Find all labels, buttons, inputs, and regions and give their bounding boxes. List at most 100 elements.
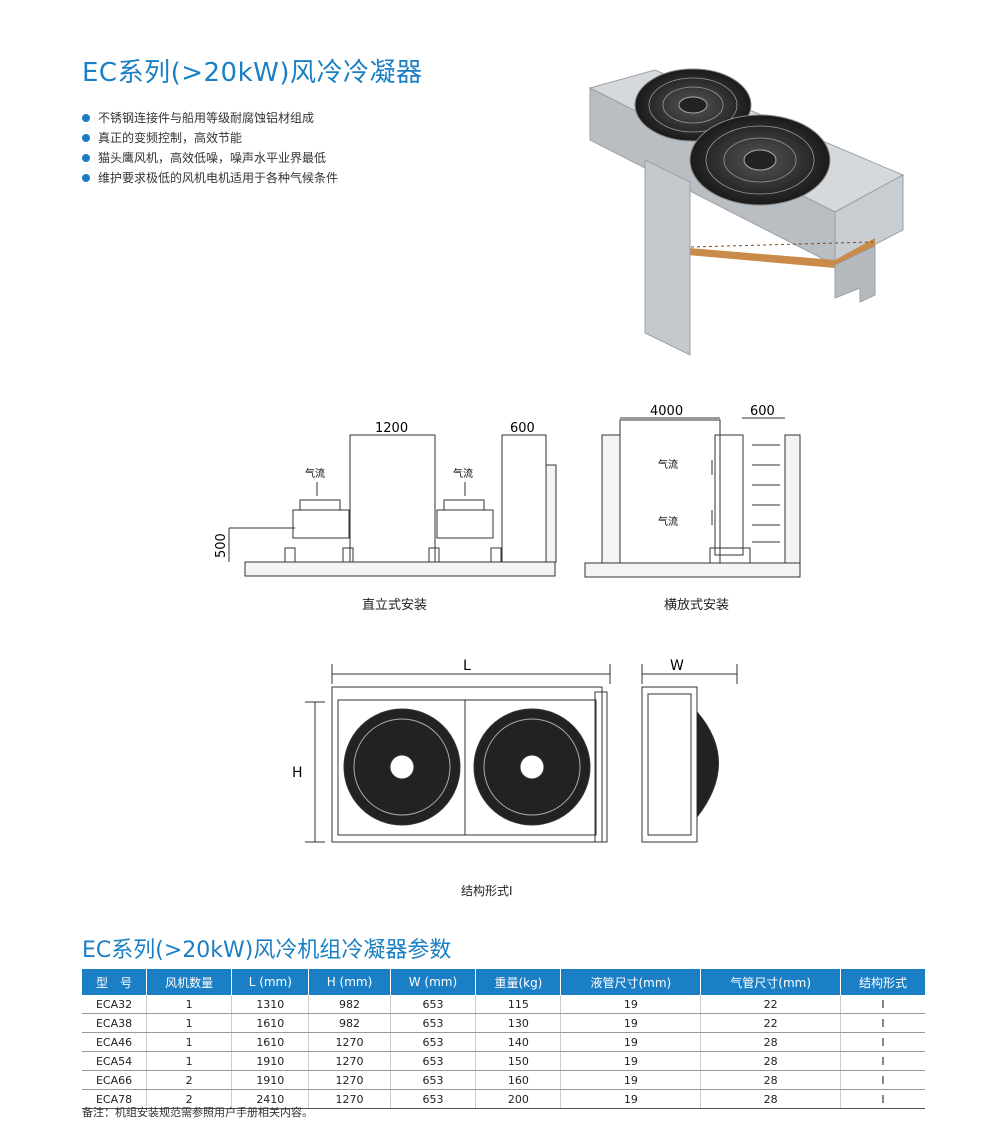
- table-title: EC系列(>20kW)风冷机组冷凝器参数: [82, 938, 452, 963]
- table-cell: 1270: [308, 1070, 391, 1090]
- table-cell: 19: [560, 1013, 701, 1033]
- svg-text:L: L: [463, 658, 471, 674]
- table-cell: Ⅰ: [840, 1013, 925, 1033]
- table-cell: Ⅰ: [840, 1051, 925, 1071]
- table-cell: 19: [560, 1032, 701, 1052]
- table-cell: 19: [560, 1089, 701, 1109]
- col-header: 结构形式: [840, 969, 925, 995]
- col-header: 型 号: [82, 969, 147, 995]
- table-cell: 1270: [308, 1032, 391, 1052]
- table-cell: 982: [308, 995, 391, 1014]
- table-cell: ECA54: [82, 1051, 147, 1071]
- table-cell: 200: [475, 1089, 561, 1109]
- bullet-icon: [82, 134, 90, 142]
- table-cell: 1: [146, 1013, 232, 1033]
- table-cell: 130: [475, 1013, 561, 1033]
- col-header: 重量(kg): [475, 969, 561, 995]
- table-cell: 19: [560, 995, 701, 1014]
- structure-caption: 结构形式Ⅰ: [461, 884, 513, 898]
- feature-list: 不锈钢连接件与船用等级耐腐蚀铝材组成 真正的变频控制，高效节能 猫头鹰风机，高效…: [82, 108, 338, 188]
- table-cell: 1910: [231, 1051, 309, 1071]
- table-cell: 653: [389, 995, 476, 1014]
- svg-text:600: 600: [510, 421, 535, 436]
- table-cell: 1270: [308, 1089, 391, 1109]
- table-cell: 2410: [231, 1089, 309, 1109]
- table-cell: 653: [389, 1051, 476, 1071]
- table-cell: 28: [700, 1051, 841, 1071]
- vertical-install-caption: 直立式安装: [362, 598, 428, 613]
- table-cell: 1270: [308, 1051, 391, 1071]
- svg-text:气流: 气流: [658, 515, 678, 528]
- table-cell: 140: [475, 1032, 561, 1052]
- svg-text:H: H: [292, 765, 303, 781]
- feature-item: 不锈钢连接件与船用等级耐腐蚀铝材组成: [82, 108, 338, 128]
- col-header: H (mm): [308, 969, 391, 995]
- table-cell: 1610: [231, 1013, 309, 1033]
- table-cell: 2: [146, 1070, 232, 1090]
- col-header: L (mm): [231, 969, 309, 995]
- horizontal-install-drawing: 4000 600 气流 气流: [584, 404, 801, 578]
- table-cell: 653: [389, 1089, 476, 1109]
- table-header-row: 型 号 风机数量 L (mm) H (mm) W (mm) 重量(kg) 液管尺…: [82, 969, 925, 995]
- table-cell: 150: [475, 1051, 561, 1071]
- table-cell: 28: [700, 1089, 841, 1109]
- table-cell: 653: [389, 1032, 476, 1052]
- table-cell: 653: [389, 1013, 476, 1033]
- table-cell: ECA32: [82, 995, 147, 1014]
- table-cell: 115: [475, 995, 561, 1014]
- table-cell: ECA46: [82, 1032, 147, 1052]
- table-cell: 1610: [231, 1032, 309, 1052]
- table-cell: Ⅰ: [840, 995, 925, 1014]
- table-cell: ECA78: [82, 1089, 147, 1109]
- vertical-install-drawing: 1200 600 500 气流 气流: [214, 421, 557, 577]
- col-header: 液管尺寸(mm): [560, 969, 701, 995]
- bullet-icon: [82, 154, 90, 162]
- spec-table: 型 号 风机数量 L (mm) H (mm) W (mm) 重量(kg) 液管尺…: [82, 969, 925, 1109]
- page-title: EC系列(>20kW)风冷冷凝器: [82, 58, 423, 88]
- table-cell: 653: [389, 1070, 476, 1090]
- table-cell: Ⅰ: [840, 1032, 925, 1052]
- table-cell: 1: [146, 1032, 232, 1052]
- svg-text:W: W: [670, 658, 684, 674]
- table-cell: 22: [700, 1013, 841, 1033]
- svg-text:600: 600: [750, 404, 775, 419]
- table-cell: 1910: [231, 1070, 309, 1090]
- table-cell: 2: [146, 1089, 232, 1109]
- table-cell: Ⅰ: [840, 1070, 925, 1090]
- svg-text:1200: 1200: [375, 421, 408, 436]
- product-photo: [588, 68, 905, 356]
- col-header: W (mm): [389, 969, 476, 995]
- bullet-icon: [82, 174, 90, 182]
- col-header: 气管尺寸(mm): [700, 969, 841, 995]
- svg-text:500: 500: [214, 533, 229, 558]
- feature-item: 维护要求极低的风机电机适用于各种气候条件: [82, 168, 338, 188]
- svg-text:气流: 气流: [658, 458, 678, 471]
- feature-item: 猫头鹰风机，高效低噪，噪声水平业界最低: [82, 148, 338, 168]
- structure-drawing: L H W: [292, 658, 738, 843]
- svg-text:4000: 4000: [650, 404, 683, 419]
- table-cell: ECA38: [82, 1013, 147, 1033]
- table-note: 备注：机组安装规范需参照用户手册相关内容。: [82, 1106, 313, 1119]
- table-cell: 1: [146, 995, 232, 1014]
- col-header: 风机数量: [146, 969, 232, 995]
- table-cell: 160: [475, 1070, 561, 1090]
- svg-text:气流: 气流: [453, 467, 473, 480]
- fan-2: [689, 114, 831, 206]
- table-cell: ECA66: [82, 1070, 147, 1090]
- table-cell: 19: [560, 1051, 701, 1071]
- table-cell: 1310: [231, 995, 309, 1014]
- table-cell: 19: [560, 1070, 701, 1090]
- table-cell: 982: [308, 1013, 391, 1033]
- table-cell: 22: [700, 995, 841, 1014]
- bullet-icon: [82, 114, 90, 122]
- table-cell: 28: [700, 1032, 841, 1052]
- horizontal-install-caption: 横放式安装: [664, 598, 730, 613]
- table-cell: 1: [146, 1051, 232, 1071]
- table-cell: Ⅰ: [840, 1089, 925, 1109]
